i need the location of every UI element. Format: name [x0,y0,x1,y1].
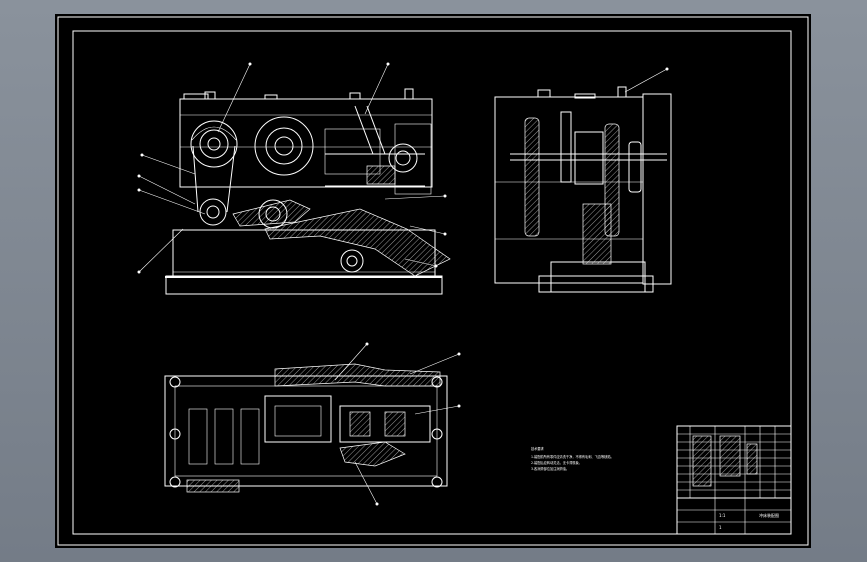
sheet-number: 1 [719,525,722,530]
outer-border [57,16,809,546]
leader-lines [137,62,669,506]
title-block: 冲床装配图 1:1 1 [676,425,792,535]
notes-line-3: 3.各润滑部位加注润滑油。 [531,466,569,471]
notes-title: 技术要求 [531,446,545,451]
top-view [164,363,448,493]
drawing-name: 冲床装配图 [759,512,779,518]
technical-notes: 技术要求 1.装配前所有零件应清洗干净，不得有毛刺、飞边等缺陷。 2.装配后应转… [531,446,614,471]
notes-line-1: 1.装配前所有零件应清洗干净，不得有毛刺、飞边等缺陷。 [531,454,614,459]
assembly-drawing: 技术要求 1.装配前所有零件应清洗干净，不得有毛刺、飞边等缺陷。 2.装配后应转… [57,16,809,546]
drawing-scale: 1:1 [719,513,726,518]
inner-border [72,30,792,535]
side-view [494,86,672,293]
drawing-sheet[interactable]: 技术要求 1.装配前所有零件应清洗干净，不得有毛刺、飞边等缺陷。 2.装配后应转… [55,14,811,548]
notes-line-2: 2.装配后应转动灵活，无卡滞现象。 [531,460,582,465]
front-view [165,88,451,295]
